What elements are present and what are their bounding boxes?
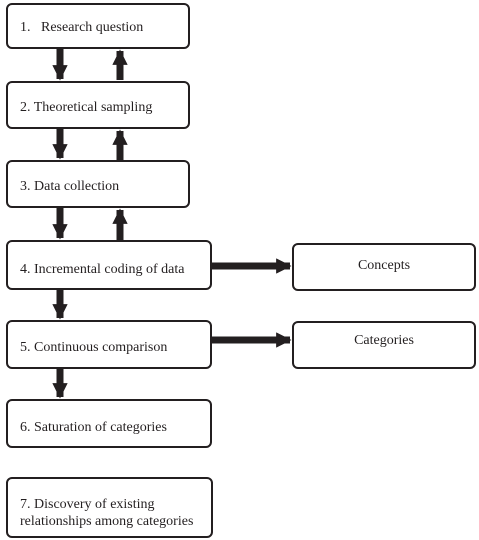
step-1-box: 1. Research question (6, 3, 190, 49)
step-6-box: 6. Saturation of categories (6, 399, 212, 448)
step-7-label-line-1: 7. Discovery of existing (20, 497, 155, 512)
step-5-label: 5. Continuous comparison (20, 340, 168, 355)
concepts-label: Concepts (357, 258, 411, 273)
categories-box: Categories (292, 321, 476, 369)
step-2-box: 2. Theoretical sampling (6, 81, 190, 129)
step-4-label: 4. Incremental coding of data (20, 262, 185, 277)
concepts-box: Concepts (292, 243, 476, 291)
step-5-box: 5. Continuous comparison (6, 320, 212, 369)
step-3-box: 3. Data collection (6, 160, 190, 208)
step-1-label: 1. Research question (20, 20, 144, 35)
step-7-label-line-2: relationships among categories (20, 514, 194, 529)
step-2-label: 2. Theoretical sampling (20, 100, 153, 115)
step-7-box: 7. Discovery of existing relationships a… (6, 477, 213, 538)
step-3-label: 3. Data collection (20, 179, 120, 194)
step-6-label: 6. Saturation of categories (20, 420, 167, 435)
step-4-box: 4. Incremental coding of data (6, 240, 212, 290)
categories-label: Categories (354, 333, 414, 348)
